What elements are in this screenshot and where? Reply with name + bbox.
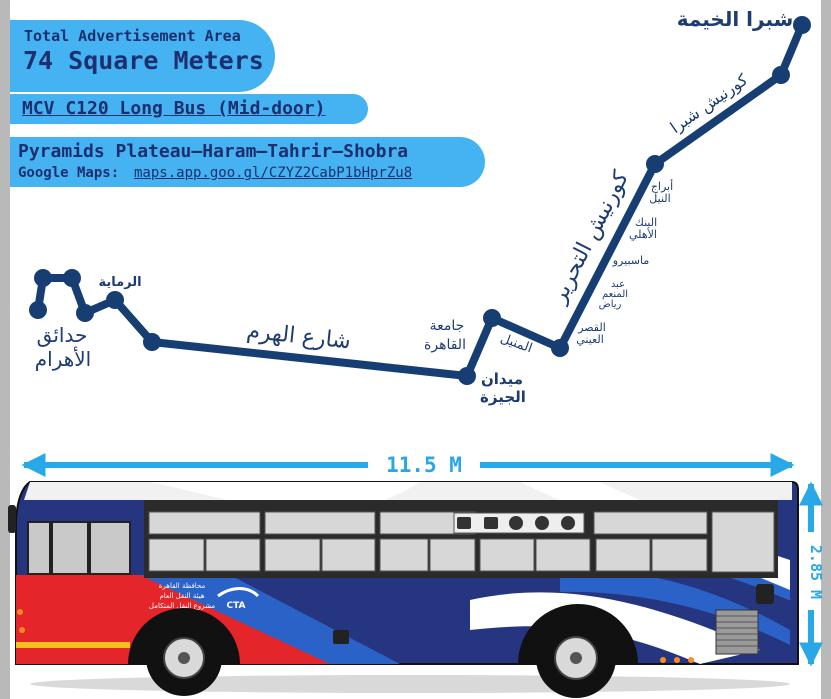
stop-dot (793, 16, 811, 34)
label-haram-gardens-1: حدائق (37, 323, 88, 347)
height-label: 2.85 M (807, 545, 825, 599)
door-text-line-2: هيئة النقل العام (159, 592, 204, 600)
label-nile-towers-1: أبراج (651, 179, 673, 193)
label-haram-street: شارع الهرم (245, 319, 352, 355)
rear-wheel-center (570, 652, 582, 664)
label-cairo-university-1: جامعة (430, 318, 465, 334)
label-giza-square-1: ميدان (481, 370, 523, 388)
door-text-line-1: محافظة القاهرة (159, 582, 206, 590)
bus-window-lower (321, 538, 376, 572)
bus-window-upper (148, 511, 261, 535)
bus-window-lower (205, 538, 261, 572)
accessibility-icons (457, 516, 575, 530)
label-remaya: الرماية (98, 275, 141, 290)
bus-window-upper (593, 511, 708, 535)
marker-lights (17, 609, 694, 663)
stop-dot (772, 66, 790, 84)
advertisement-area-banner: Total Advertisement Area 74 Square Meter… (10, 20, 275, 92)
bus-window-lower (379, 538, 429, 572)
label-ahly-bank-2: الأهلي (629, 227, 657, 241)
cta-logo-swoosh (217, 587, 260, 598)
area-title: Total Advertisement Area (24, 27, 241, 45)
bus-window-lower (148, 538, 205, 572)
stop-dot (76, 304, 94, 322)
label-nile-towers-2: النيل (649, 192, 670, 205)
route-stop-dots (29, 16, 811, 385)
route-banner: Pyramids Plateau–Haram–Tahrir–Shobra Goo… (10, 137, 485, 187)
bus-window-lower (535, 538, 591, 572)
bus-front-window (27, 521, 51, 575)
route-name: Pyramids Plateau–Haram–Tahrir–Shobra (18, 141, 409, 162)
cctv-icon (561, 516, 575, 530)
side-mirror (8, 505, 16, 533)
cta-logo-text: CTA (226, 601, 245, 611)
bus-windows (148, 511, 775, 573)
bus-window-lower (651, 538, 708, 572)
fuel-cap (333, 630, 349, 644)
label-giza-square-2: الجيزة (480, 388, 526, 406)
maps-label: Google Maps: (18, 165, 120, 181)
bus-window-lower (429, 538, 476, 572)
height-dimension: 2.85 M (799, 481, 825, 667)
bus-yellow-stripe (16, 642, 130, 648)
rear-engine-grille (715, 609, 759, 655)
route-line (34, 21, 806, 380)
stop-dot (29, 301, 47, 319)
bus-swoosh-blue (560, 569, 790, 645)
stop-dot (483, 309, 501, 327)
bus-window-upper (264, 511, 376, 535)
label-shubra-khaima: شبرا الخيمة (677, 7, 794, 31)
marker-light (688, 657, 694, 663)
bus-model-text: MCV C120 Long Bus (Mid-door) (22, 98, 326, 119)
stop-dot (551, 339, 569, 357)
bus-shadow (30, 675, 790, 693)
bus-window-rear (711, 511, 775, 573)
stop-dot (63, 269, 81, 287)
screen-icon (457, 517, 471, 529)
area-value: 74 Square Meters (23, 46, 264, 75)
stop-dot (34, 269, 52, 287)
stop-dot (106, 291, 124, 309)
rear-vent (756, 584, 774, 604)
camera-icon (509, 516, 523, 530)
bus-icon (484, 517, 498, 529)
bus-window-lower (595, 538, 651, 572)
label-qasr-aini-2: العيني (576, 333, 604, 346)
right-frame-border (821, 0, 831, 699)
label-abdel-moneim-3: رياض (599, 299, 622, 310)
label-abdel-moneim-2: المنعم (602, 289, 628, 300)
front-wheel-center (178, 652, 190, 664)
marker-light (17, 609, 23, 615)
label-cairo-university-2: القاهرة (424, 337, 466, 353)
label-maspero: ماسبيرو (612, 254, 650, 267)
bus-illustration: محافظة القاهرة هيئة النقل العام مشروع ال… (8, 481, 799, 698)
stop-dot (143, 333, 161, 351)
bus-window-lower (264, 538, 321, 572)
stop-dot (646, 155, 664, 173)
left-frame-border (0, 0, 10, 699)
door-text-line-3: مشروع النقل المتكامل (149, 602, 215, 610)
label-ahly-bank-1: البنك (635, 216, 657, 229)
bus-model-banner: MCV C120 Long Bus (Mid-door) (10, 94, 368, 124)
bus-front-window (89, 521, 131, 575)
bus-window-lower (479, 538, 535, 572)
label-qasr-aini-1: القصر (577, 321, 606, 334)
length-label: 11.5 M (386, 453, 462, 477)
label-abdel-moneim-1: عبد (611, 279, 625, 290)
stop-dot (458, 367, 476, 385)
marker-light (674, 657, 680, 663)
marker-light (660, 657, 666, 663)
label-haram-gardens-2: الأهرام (35, 347, 91, 371)
bus-front-window (51, 521, 89, 575)
grille-lines (716, 615, 758, 647)
wifi-icon (535, 516, 549, 530)
maps-link[interactable]: maps.app.goo.gl/CZYZ2CabP1bHprZu8 (134, 165, 413, 181)
length-dimension: 11.5 M (21, 453, 795, 477)
marker-light (19, 627, 25, 633)
